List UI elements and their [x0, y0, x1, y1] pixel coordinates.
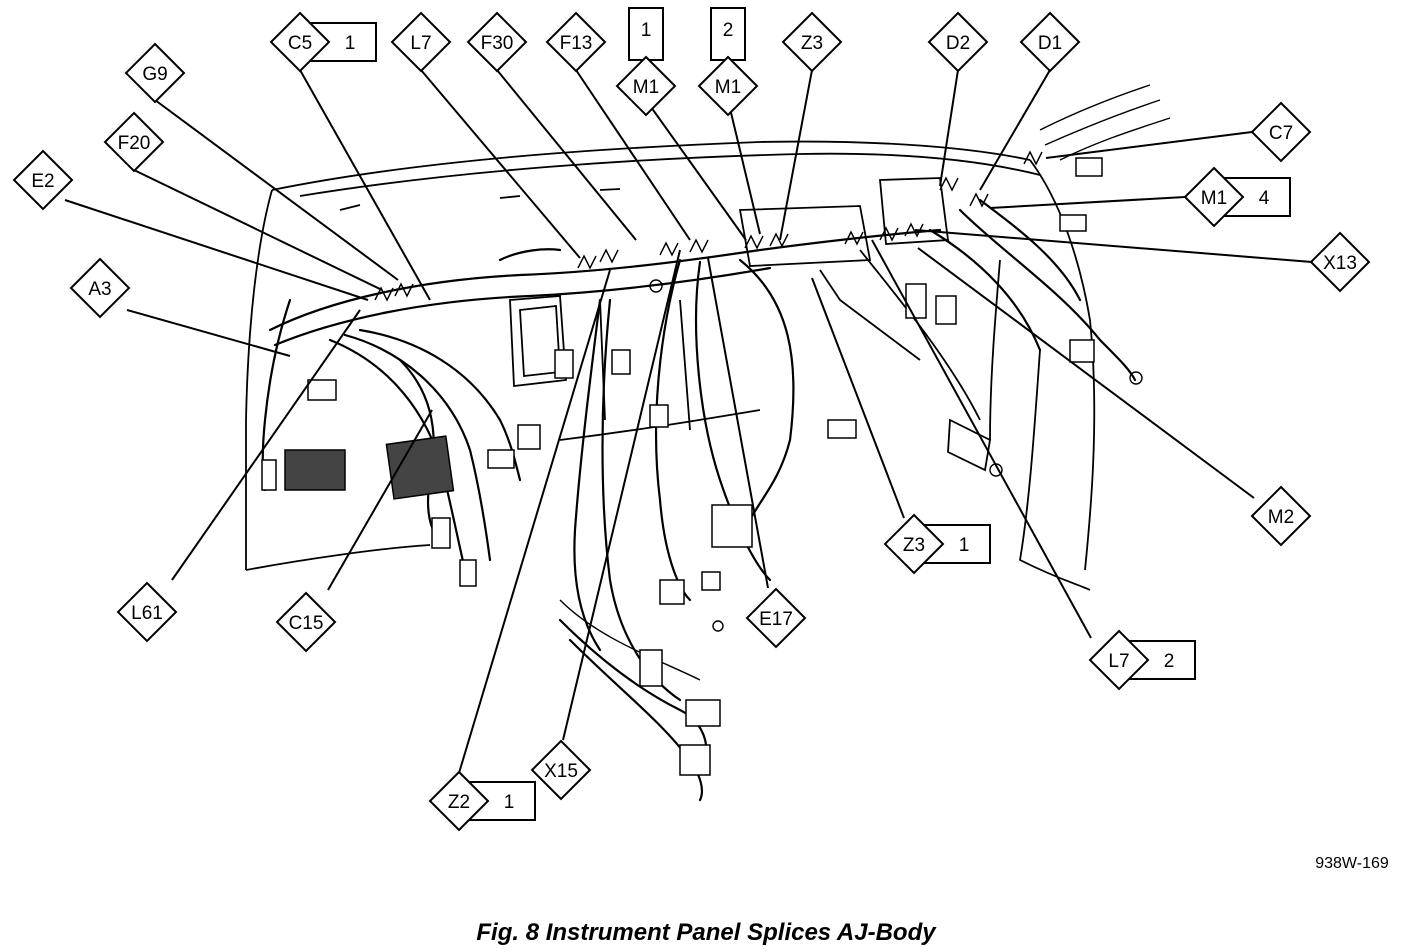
callout-label: Z3 [903, 535, 925, 556]
callout-label: G9 [142, 64, 167, 85]
callout-label: C5 [288, 33, 312, 54]
callout-l61: L61 [116, 581, 178, 643]
callout-number: 2 [1164, 651, 1175, 672]
callout-diamond [269, 11, 331, 73]
callout-diamond [1309, 231, 1371, 293]
callout-label: E17 [759, 609, 793, 630]
callout-label: L61 [131, 603, 163, 624]
callout-label: F30 [481, 33, 514, 54]
callout-l7b: 2 L7 [1088, 629, 1196, 691]
callout-number: 1 [959, 535, 970, 556]
callout-e17: E17 [745, 587, 807, 649]
callout-label: A3 [88, 279, 111, 300]
callout-label: X13 [1323, 253, 1357, 274]
callout-label: X15 [544, 761, 578, 782]
callout-g9: G9 [124, 42, 186, 104]
callout-m1c: 4 M1 [1183, 166, 1291, 228]
callout-label: C15 [289, 613, 324, 634]
callout-diamond [390, 11, 452, 73]
callout-number: 1 [504, 792, 515, 813]
callout-number-box [710, 7, 746, 61]
callout-label: D2 [946, 33, 970, 54]
callout-label: D1 [1038, 33, 1062, 54]
callout-c5: 1 C5 [269, 11, 377, 73]
callout-a3: A3 [69, 257, 131, 319]
callout-diamond [103, 111, 165, 173]
callout-d1: D1 [1019, 11, 1081, 73]
callout-z3a: Z3 [781, 11, 843, 73]
callout-label: F13 [560, 33, 593, 54]
callout-label: M1 [633, 77, 659, 98]
callout-diamond [1250, 101, 1312, 163]
callout-m1b: 2M1 [697, 7, 759, 117]
callout-diamond [615, 55, 677, 117]
callout-l7a: L7 [390, 11, 452, 73]
callout-f20: F20 [103, 111, 165, 173]
callout-label: Z3 [801, 33, 823, 54]
callout-diamond [530, 739, 592, 801]
leader-lines [64, 69, 1313, 774]
callout-label: E2 [31, 171, 54, 192]
callout-diamond [1088, 629, 1150, 691]
callout-diamond [428, 770, 490, 832]
callout-diamond [275, 591, 337, 653]
callout-label: M2 [1268, 507, 1294, 528]
callout-diamond [697, 55, 759, 117]
callout-diamond [124, 42, 186, 104]
callout-label: C7 [1269, 123, 1293, 144]
callout-label: M1 [715, 77, 741, 98]
callout-number: 1 [641, 20, 652, 41]
callout-number: 2 [723, 20, 734, 41]
callout-z3b: 1 Z3 [883, 513, 991, 575]
callout-diamond [1183, 166, 1245, 228]
callout-x15: X15 [530, 739, 592, 801]
instrument-panel-illustration [245, 84, 1171, 802]
callout-number-box [628, 7, 664, 61]
callout-f13: F13 [545, 11, 607, 73]
callout-diamond [745, 587, 807, 649]
callout-diamond [116, 581, 178, 643]
callout-m1a: 1M1 [615, 7, 677, 117]
callout-z2: 1 Z2 [428, 770, 536, 832]
callout-x13: X13 [1309, 231, 1371, 293]
callout-f30: F30 [466, 11, 528, 73]
callout-label: M1 [1201, 188, 1227, 209]
callout-number: 1 [345, 33, 356, 54]
callout-diamond [545, 11, 607, 73]
callout-c7: C7 [1250, 101, 1312, 163]
figure-code: 938W-169 [1315, 855, 1389, 872]
callout-c15: C15 [275, 591, 337, 653]
figure-caption: Fig. 8 Instrument Panel Splices AJ-Body [476, 919, 937, 946]
callout-diamond [1250, 485, 1312, 547]
callout-diamond [927, 11, 989, 73]
callout-m2: M2 [1250, 485, 1312, 547]
callout-number: 4 [1259, 188, 1270, 209]
callout-d2: D2 [927, 11, 989, 73]
callout-label: F20 [118, 133, 151, 154]
callout-diamond [12, 149, 74, 211]
callout-diamond [883, 513, 945, 575]
callout-label: Z2 [448, 792, 470, 813]
callout-diamond [1019, 11, 1081, 73]
callout-label: L7 [1108, 651, 1129, 672]
callout-diamond [781, 11, 843, 73]
callout-diamond [69, 257, 131, 319]
callout-diamond [466, 11, 528, 73]
callout-e2: E2 [12, 149, 74, 211]
callout-label: L7 [410, 33, 431, 54]
